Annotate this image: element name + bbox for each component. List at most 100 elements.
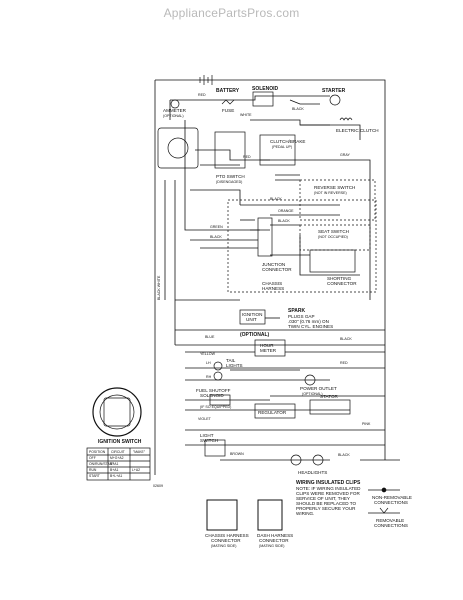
clips-label-4: SERVICE OF UNIT, THEY <box>296 496 350 501</box>
starter-label: STARTER <box>322 88 346 94</box>
chassis-harness-label-2: HARNESS <box>262 286 284 291</box>
wire-red-1: RED <box>198 93 206 97</box>
wire-yellow-1: YELLOW <box>200 352 216 356</box>
dash-harness-conn-label-1: DASH HARNESS <box>257 533 293 538</box>
table-row-2-col-0: RUN <box>89 468 97 472</box>
solenoid-label: SOLENOID <box>252 86 279 92</box>
table-header-circuit: CIRCUIT <box>111 450 125 454</box>
ignition-table-grid <box>87 448 150 480</box>
headlights-label: HEADLIGHTS <box>298 470 327 475</box>
ignition-table: POSITION CIRCUIT "MAKE" OFF M+G+A2 ON/RU… <box>89 450 146 478</box>
dash-harness-conn-label-3: (MATING SIDE) <box>259 544 285 548</box>
wire-white-1: WHITE <box>240 113 252 117</box>
tail-lh-label: LH <box>206 361 211 365</box>
wire-brown-1: BROWN <box>230 452 244 456</box>
regulator-box <box>254 403 296 419</box>
removable-label-1: REMOVABLE <box>376 518 404 523</box>
removable-label-2: CONNECTIONS <box>374 523 408 528</box>
tail-lights-label-1: TAIL <box>226 358 236 363</box>
table-row-3-col-0: START <box>89 474 100 478</box>
shorting-label-2: CONNECTOR <box>327 281 357 286</box>
stator-label: STATOR <box>320 394 339 399</box>
wire-red-2: RED <box>243 155 251 159</box>
seat-switch-label-1: SEAT SWITCH <box>318 229 349 234</box>
components <box>86 75 400 531</box>
table-row-0-col-1: M+G+A2 <box>110 456 124 460</box>
reverse-switch-frame <box>299 179 376 221</box>
table-row-0-col-0: OFF <box>89 456 96 460</box>
wire-blue-1: BLUE <box>205 335 215 339</box>
wire-red-3: RED <box>340 361 348 365</box>
non-removable-label-1: NON-REMOVABLE <box>372 495 412 500</box>
battery-symbol <box>199 75 213 85</box>
wire-black-5: BLACK <box>340 337 352 341</box>
ignition-table-frame <box>86 447 151 481</box>
shorting-label-1: SHORTING <box>327 276 352 281</box>
wire-green-1: GREEN <box>210 225 223 229</box>
spark-label-1: SPARK <box>288 308 306 314</box>
hour-meter-label-2: METER <box>260 348 277 353</box>
fuel-shutoff-label-1: FUEL SHUTOFF <box>196 388 231 393</box>
wire-violet-1: VIOLET <box>198 417 212 421</box>
wire-orange-1: ORANGE <box>278 209 294 213</box>
clips-label-5: SHOULD BE REPLACED TO <box>296 501 357 506</box>
ignition-unit-label-2: UNIT <box>246 317 257 322</box>
fuel-shutoff-label-2: SOLENOID <box>200 393 224 398</box>
tail-light-lh <box>213 361 223 371</box>
labels: BATTERY SOLENOID STARTER AMMETER (OPTION… <box>98 86 412 548</box>
battery-label: BATTERY <box>216 88 240 94</box>
electric-clutch-label: ELECTRIC CLUTCH <box>336 128 379 133</box>
left-connector-circle <box>167 137 189 159</box>
wire-lines <box>154 79 400 475</box>
light-switch-label-1: LIGHT <box>200 433 214 438</box>
tail-rh-label: RH <box>206 375 212 379</box>
table-row-3-col-1: B+L+A1 <box>110 474 122 478</box>
power-outlet-symbol <box>304 374 316 386</box>
wire-black-3: BLACK <box>278 219 290 223</box>
seat-switch-label-2: (NOT OCCUPIED) <box>318 235 348 239</box>
fuse-label: FUSE <box>222 108 234 113</box>
pto-switch-label-2: (DISENGAGED) <box>216 180 242 184</box>
regulator-label: REGULATOR <box>258 410 287 415</box>
wire-black-6: BLACK <box>338 453 350 457</box>
non-removable-label-2: CONNECTIONS <box>374 500 408 505</box>
ignition-switch-outer <box>92 387 142 437</box>
wire-pink-1: PINK <box>362 422 371 426</box>
chassis-harness-conn-label-3: (MATING SIDE) <box>211 544 237 548</box>
table-row-2-col-1: B+A1 <box>110 468 119 472</box>
clips-label-6: PROPERLY SECURE YOUR <box>296 506 356 511</box>
clutch-brake-block <box>259 134 296 166</box>
junction-connector <box>257 217 273 257</box>
junction-label-1: JUNCTION <box>262 262 285 267</box>
fuel-shutoff-label-3: (IF SO EQUIPPED) <box>200 405 231 409</box>
spark-label-3: .030" (0.76 mm) ON <box>288 319 329 324</box>
light-switch-label-2: SWITCH <box>200 438 218 443</box>
legend-arrow <box>379 507 389 514</box>
ignition-switch-label: IGNITION SWITCH <box>98 439 142 445</box>
headlight-right <box>312 454 324 466</box>
clutch-brake-label-2: (PEDAL UP) <box>272 145 292 149</box>
wire-gray-1: GRAY <box>340 153 351 157</box>
tail-light-rh <box>213 371 223 381</box>
table-row-1-col-1: B+A1 <box>110 462 119 466</box>
light-switch-box <box>204 439 226 457</box>
solenoid-symbol <box>252 91 274 107</box>
shorting-connector <box>309 249 356 273</box>
legend-dot <box>381 487 387 493</box>
clips-label-3: CLIPS WERE REMOVED FOR <box>296 491 360 496</box>
table-row-2-col-2: L+A2 <box>132 468 140 472</box>
clips-label-1: WIRING INSULATED CLIPS <box>296 480 361 486</box>
junction-label-2: CONNECTOR <box>262 267 292 272</box>
ignition-unit-box <box>239 309 266 325</box>
table-header-position: POSITION <box>89 450 106 454</box>
part-code-label: 02609 <box>153 484 163 488</box>
spark-label-2: PLUGS GAP <box>288 314 315 319</box>
tail-lights-label-2: LIGHTS <box>226 363 243 368</box>
fuel-shutoff-box <box>209 394 231 406</box>
chassis-harness-conn-label-2: CONNECTOR <box>211 538 241 543</box>
ammeter-symbol <box>170 99 180 109</box>
power-outlet-label-2: (OPTIONAL) <box>302 392 323 396</box>
table-header-make: "MAKE" <box>133 450 146 454</box>
headlight-left <box>290 454 302 466</box>
